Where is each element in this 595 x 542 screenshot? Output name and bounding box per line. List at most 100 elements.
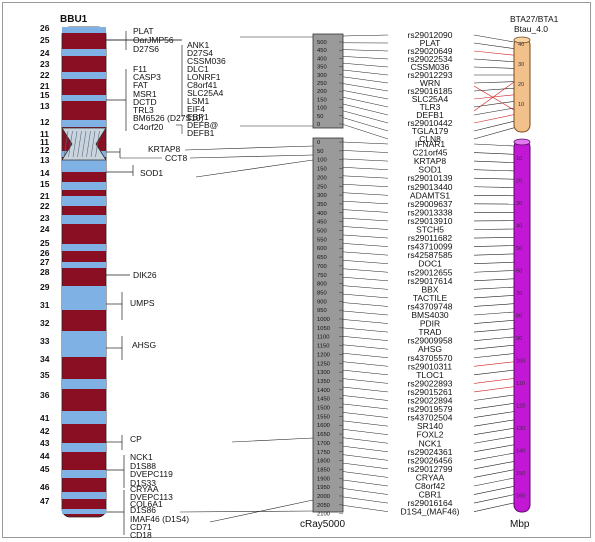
marker-to-chromosome-link (473, 42, 515, 49)
rh-marker-label: TACTILE (413, 293, 448, 303)
rh-marker-connector (342, 141, 389, 145)
rh-marker-label: rs43702504 (408, 413, 453, 423)
rh-marker-connector (342, 420, 389, 427)
rh-scale-tick: 1750 (317, 450, 330, 456)
bta1-scale-tick: 10 (516, 156, 522, 162)
rh-marker-connector (342, 454, 389, 461)
rh-marker-label: rs29013440 (408, 182, 453, 192)
rh-scale-tick: 1300 (317, 370, 330, 376)
band-label: 23 (40, 213, 50, 223)
inversion-link (473, 114, 515, 124)
rh-scale-tick: 1350 (317, 379, 330, 385)
rh-marker-connector (342, 386, 389, 393)
gene-label: FAT (133, 80, 148, 90)
rh-scale-tick: 1550 (317, 414, 330, 420)
rh-marker-connector (342, 234, 389, 239)
gene-label: DEFB1 (187, 128, 215, 138)
band-label: 21 (40, 191, 50, 201)
rh-marker-label: C8orf42 (415, 481, 446, 491)
rh-marker-connector (342, 124, 389, 140)
rh-marker-connector (342, 34, 389, 37)
inversion-link (473, 378, 515, 384)
rh-marker-label: rs29019579 (408, 404, 453, 414)
gene-label: DVEPC113 (130, 492, 173, 502)
gene-label: PLAT (133, 26, 154, 36)
gene-to-rh-link (209, 499, 314, 523)
physical-map-title: Mbp (510, 519, 530, 530)
marker-to-chromosome-link (473, 394, 515, 401)
rh-marker-label: KRTAP8 (414, 156, 447, 166)
rh-marker-connector (342, 62, 389, 68)
band-label: 29 (40, 282, 50, 292)
gene-label: MSR1 (133, 89, 157, 99)
rh-scale-tick: 1200 (317, 352, 330, 358)
gene-label: D27S4 (187, 48, 213, 58)
rh-scale-tick: 1500 (317, 406, 330, 412)
rh-marker-label: rs29017614 (408, 276, 453, 286)
band-label: 24 (40, 48, 50, 58)
band-label: 12 (40, 117, 50, 127)
rh-marker-connector (342, 56, 389, 60)
bta1-scale-tick: 80 (516, 314, 522, 320)
buffalo-chromosome: 2625242322211513121111121314152122232425… (40, 23, 107, 518)
light-band (62, 262, 106, 268)
rh-marker-connector (342, 209, 389, 213)
marker-to-chromosome-link (473, 295, 515, 299)
rh-marker-label: rs29012655 (408, 267, 453, 277)
rh-scale-tick: 400 (317, 56, 327, 62)
rh-marker-connector (342, 361, 389, 367)
rh-scale-tick: 1150 (317, 344, 329, 350)
rh-marker-connector (342, 200, 389, 205)
rh-scale-tick: 150 (317, 97, 327, 103)
rh-marker-connector (342, 226, 389, 230)
gene-label: LONRF1 (187, 72, 221, 82)
bta1-cap (513, 138, 531, 146)
gene-to-rh-link (231, 437, 314, 443)
rh-marker-label: PDIR (420, 319, 440, 329)
rh-marker-label: DEFB1 (416, 110, 444, 120)
rh-marker-label: FOXL2 (417, 430, 444, 440)
rh-marker-label: rs29010139 (408, 173, 453, 183)
band-label: 46 (40, 482, 50, 492)
band-label: 36 (40, 390, 50, 400)
bta1-scale-tick: 40 (516, 224, 522, 230)
rh-scale-tick: 350 (317, 65, 327, 71)
centromere-hatch (63, 130, 69, 158)
rh-scale-tick: 600 (317, 246, 327, 252)
gene-label: DVEPC119 (130, 469, 173, 479)
rh-scale-tick: 200 (317, 175, 327, 181)
rh-marker-connector (342, 268, 389, 273)
band-label: 11 (40, 129, 49, 139)
rh-marker-connector (342, 83, 389, 92)
rh-marker-label: SLC25A4 (412, 94, 449, 104)
rh-marker-connector (342, 90, 389, 100)
band-label: 23 (40, 59, 50, 69)
rh-scale-tick: 1050 (317, 326, 330, 332)
left-chromosome-title: BBU1 (60, 14, 88, 25)
centromere-hatch (72, 130, 78, 158)
bta27-scale-tick: 20 (518, 82, 524, 88)
rh-scale-tick: 1450 (317, 397, 330, 403)
rh-marker-connector (342, 103, 389, 116)
rh-marker-label: PLAT (420, 38, 441, 48)
light-band (62, 49, 106, 56)
rh-marker-connector (342, 344, 389, 350)
light-band (62, 72, 106, 79)
rh-scale-tick: 1250 (317, 361, 330, 367)
gene-label: NCK1 (130, 452, 153, 462)
marker-to-chromosome-link (473, 160, 515, 163)
band-label: 11 (40, 137, 49, 147)
gene-label: SOD1 (140, 168, 163, 178)
rh-scale-tick: 100 (317, 106, 327, 112)
rh-marker-connector (342, 505, 389, 512)
rh-marker-label: rs43705570 (408, 353, 453, 363)
band-label: 43 (40, 438, 50, 448)
rh-marker-label: rs43709748 (408, 301, 453, 311)
band-label: 14 (40, 168, 50, 178)
rh-scale-tick: 2050 (317, 503, 330, 509)
gene-to-rh-link (195, 159, 314, 178)
marker-to-chromosome-link (473, 270, 515, 273)
marker-to-chromosome-link (473, 344, 515, 350)
rh-scale-tick: 300 (317, 73, 327, 79)
marker-to-chromosome-link (473, 107, 515, 116)
